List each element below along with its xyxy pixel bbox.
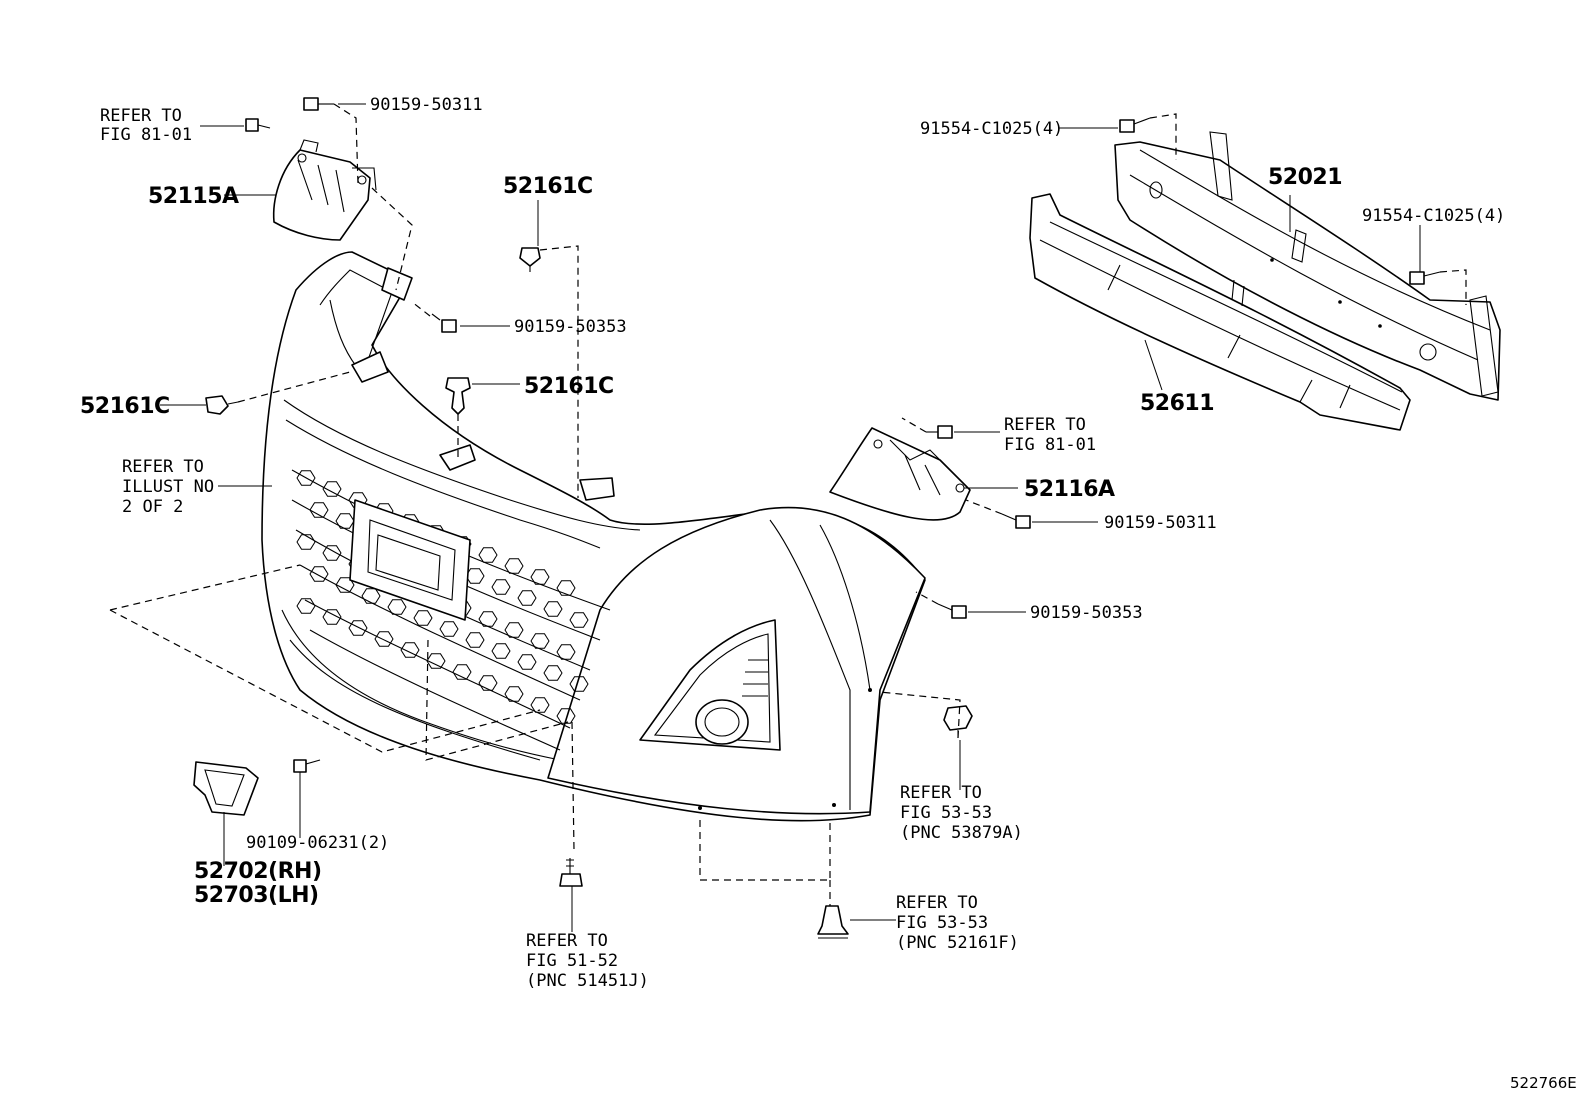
label-refer-fig-51-52-3: (PNC 51451J) xyxy=(526,971,649,991)
label-refer-fig-51-52-2: FIG 51-52 xyxy=(526,951,618,971)
clip-icon xyxy=(519,247,541,272)
label-refer-fig-81-01-left-2: FIG 81-01 xyxy=(100,125,192,145)
bolt-icon xyxy=(293,759,321,773)
bracket-52116A xyxy=(829,427,971,521)
label-90159-50353-top: 90159-50353 xyxy=(514,317,627,337)
bolt-icon xyxy=(1409,271,1441,285)
bolt-icon xyxy=(1001,513,1031,529)
upper-support-strip xyxy=(351,267,615,501)
label-refer-fig-51-52-1: REFER TO xyxy=(526,931,608,951)
label-refer-fig-81-01-right-1: REFER TO xyxy=(1004,415,1086,435)
part-labels: 90159-50311 REFER TO FIG 81-01 52115A 52… xyxy=(80,95,1577,1092)
bolt-icon xyxy=(1119,117,1151,133)
bolt-icon xyxy=(937,603,967,619)
clip-icon xyxy=(205,395,239,415)
bracket-52702-52703 xyxy=(193,761,259,816)
label-refer-fig-81-01-left-1: REFER TO xyxy=(100,106,182,126)
label-90159-50353-right: 90159-50353 xyxy=(1030,603,1143,623)
absorber-52611 xyxy=(1029,193,1411,431)
label-52116A: 52116A xyxy=(1024,477,1115,502)
label-91554-c1025-a: 91554-C1025(4) xyxy=(920,119,1063,139)
bolt-icon xyxy=(245,118,271,132)
label-52703-lh: 52703(LH) xyxy=(194,883,319,908)
label-refer-fig-53-53-b-1: REFER TO xyxy=(896,893,978,913)
label-52702-rh: 52702(RH) xyxy=(194,859,322,884)
label-90159-50311-top: 90159-50311 xyxy=(370,95,483,115)
push-clip-icon xyxy=(817,905,849,939)
label-52161C-left: 52161C xyxy=(80,394,170,419)
stud-icon xyxy=(559,858,583,887)
label-52021: 52021 xyxy=(1268,165,1342,190)
label-refer-fig-53-53-a-2: FIG 53-53 xyxy=(900,803,992,823)
label-refer-fig-53-53-b-2: FIG 53-53 xyxy=(896,913,988,933)
fasteners xyxy=(205,97,1441,939)
reinforcement-52021 xyxy=(1114,131,1501,401)
license-plate-mount xyxy=(349,499,471,621)
label-52611: 52611 xyxy=(1140,391,1214,416)
bolt-icon xyxy=(926,425,953,439)
label-refer-illust-2: ILLUST NO xyxy=(122,477,214,497)
label-refer-fig-53-53-a-3: (PNC 53879A) xyxy=(900,823,1023,843)
bolt-icon xyxy=(303,97,334,111)
leader-lines xyxy=(160,103,1421,932)
clip-icon xyxy=(445,377,471,415)
label-refer-fig-53-53-b-3: (PNC 52161F) xyxy=(896,933,1019,953)
label-52115A: 52115A xyxy=(148,184,239,209)
label-90159-50311-right: 90159-50311 xyxy=(1104,513,1217,533)
label-52161C-mid: 52161C xyxy=(524,374,614,399)
label-52161C-top: 52161C xyxy=(503,174,593,199)
label-refer-fig-53-53-a-1: REFER TO xyxy=(900,783,982,803)
assembly-lines xyxy=(109,103,1467,906)
label-90109-06231: 90109-06231(2) xyxy=(246,833,389,853)
label-91554-c1025-b: 91554-C1025(4) xyxy=(1362,206,1505,226)
bracket-52115A xyxy=(272,139,377,241)
label-refer-illust-3: 2 OF 2 xyxy=(122,497,183,517)
bolt-icon xyxy=(431,313,457,333)
label-refer-illust-1: REFER TO xyxy=(122,457,204,477)
label-refer-fig-81-01-right-2: FIG 81-01 xyxy=(1004,435,1096,455)
diagram-id: 522766E xyxy=(1510,1074,1577,1092)
